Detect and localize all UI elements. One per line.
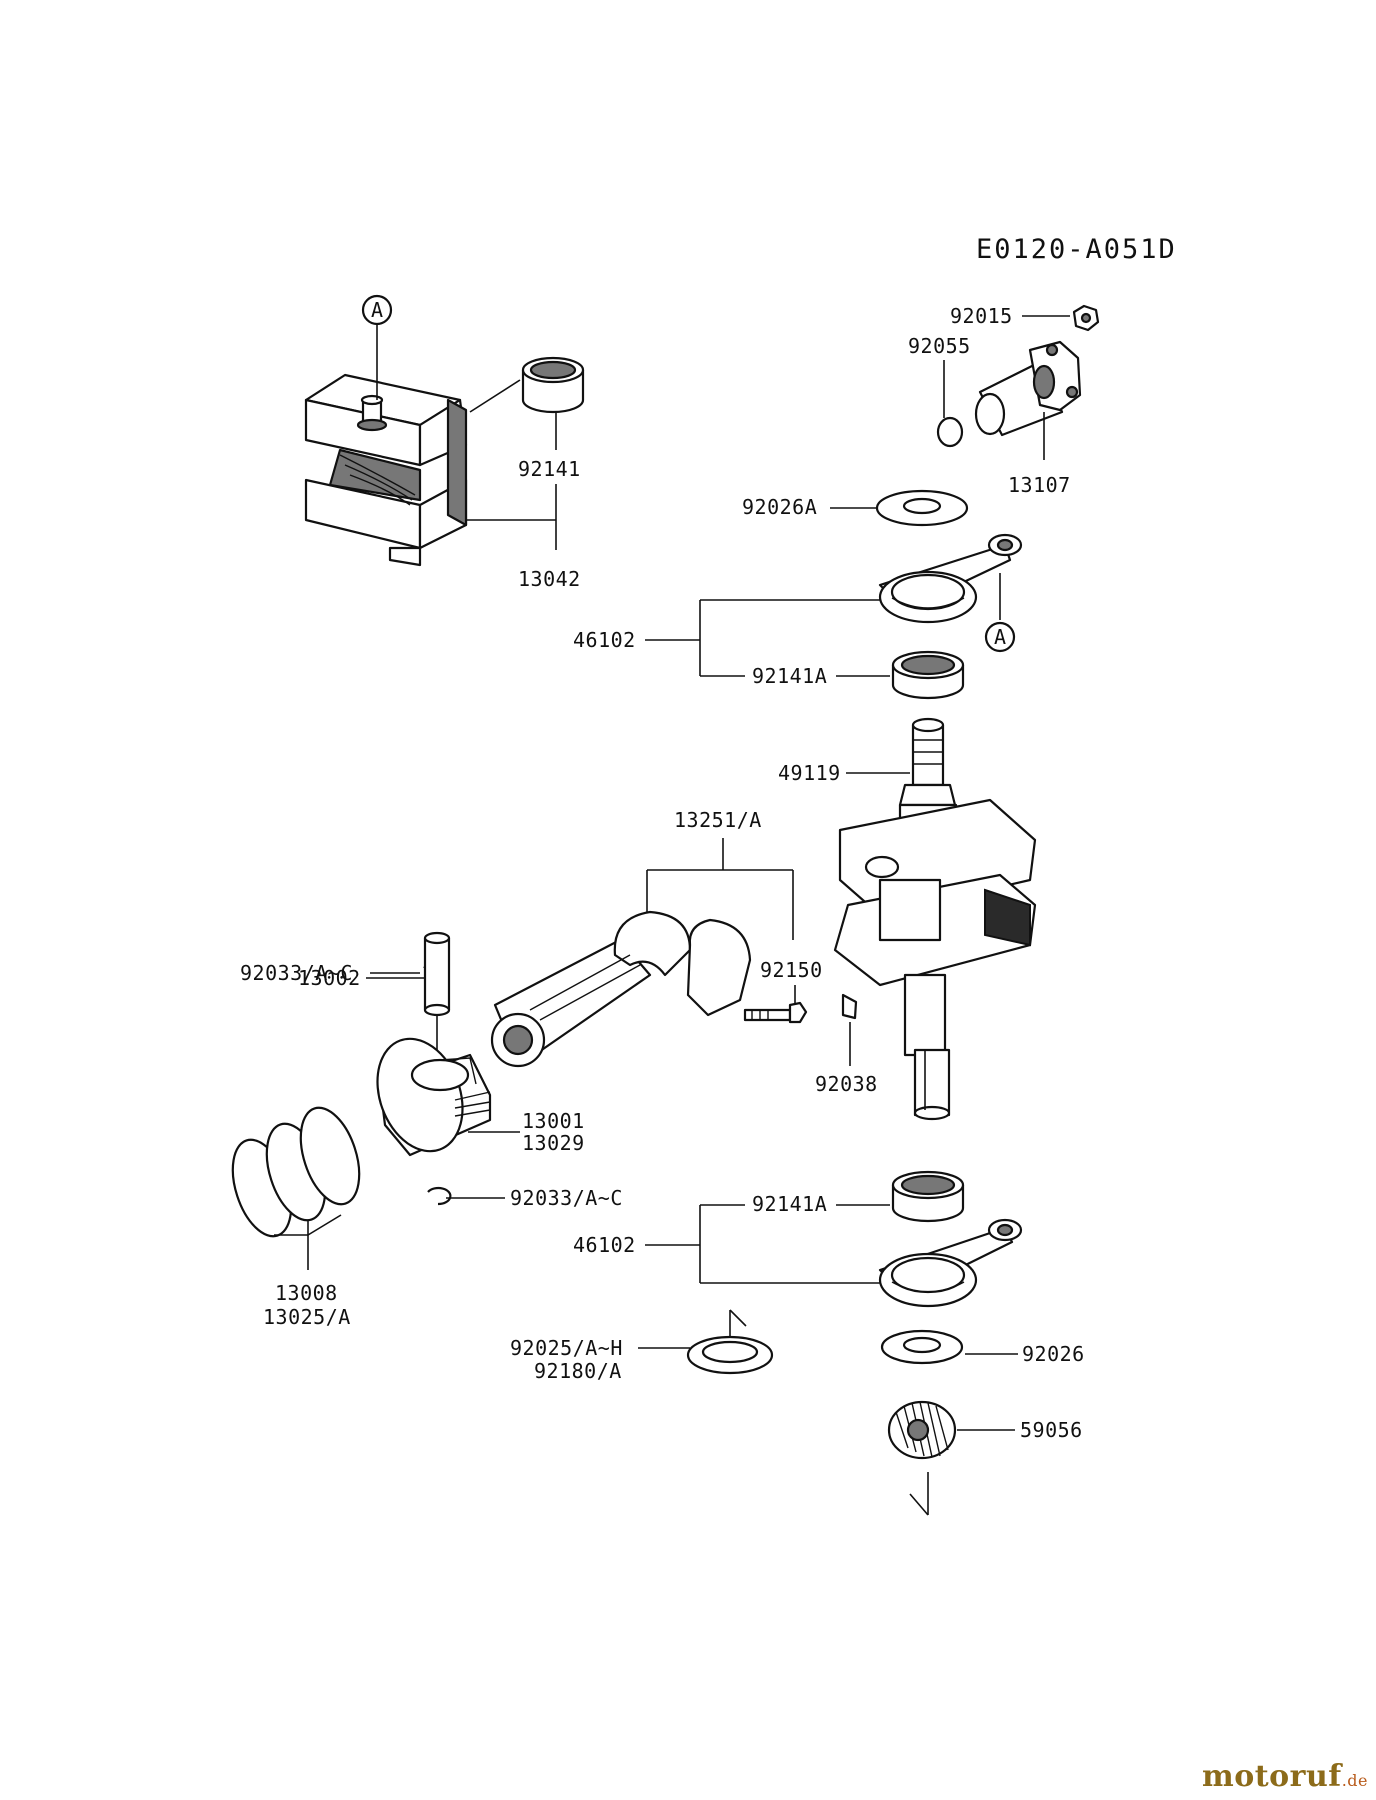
bushing-92141a-top-part xyxy=(891,650,965,700)
piston-13001-part xyxy=(376,1037,492,1157)
o-ring-92055-part xyxy=(936,416,964,448)
bushing-92141-part xyxy=(521,356,585,414)
label-92025: 92025/A~H xyxy=(510,1336,623,1360)
reference-a-right-callout xyxy=(984,621,1016,653)
nut-92015-part xyxy=(1072,304,1100,332)
crankshaft-49119-part xyxy=(833,717,1037,1121)
label-13251A: 13251/A xyxy=(674,808,762,832)
camshaft-block-part xyxy=(304,373,468,567)
label-13042: 13042 xyxy=(518,567,581,591)
label-92141A-bottom: 92141A xyxy=(752,1192,827,1216)
balancer-46102-bottom-part xyxy=(878,1218,1023,1308)
label-92055: 92055 xyxy=(908,334,971,358)
label-92033-bottom: 92033/A~C xyxy=(510,1186,623,1210)
key-92038-part xyxy=(841,993,858,1020)
brand-name: motoruf xyxy=(1202,1759,1342,1794)
governor-shaft-13107-part xyxy=(974,340,1082,437)
label-46102-top: 46102 xyxy=(573,628,636,652)
label-46102-bottom: 46102 xyxy=(573,1233,636,1257)
label-13008: 13008 xyxy=(275,1281,338,1305)
piston-rings-13008-part xyxy=(231,1106,361,1238)
washer-92026-part xyxy=(880,1329,964,1365)
label-13029: 13029 xyxy=(522,1131,585,1155)
reference-a-top-letter: A xyxy=(371,298,384,322)
balancer-46102-top-part xyxy=(878,533,1023,624)
motoruf-watermark: motoruf.de xyxy=(1202,1759,1368,1794)
label-13107: 13107 xyxy=(1008,473,1071,497)
washer-92026a-part xyxy=(875,489,969,527)
label-92150: 92150 xyxy=(760,958,823,982)
label-13002: 13002 xyxy=(298,966,361,990)
label-92141A-top: 92141A xyxy=(752,664,827,688)
piston-pin-13002-part xyxy=(423,931,451,1017)
label-92141: 92141 xyxy=(518,457,581,481)
shim-92025-part xyxy=(686,1335,774,1375)
label-92038: 92038 xyxy=(815,1072,878,1096)
label-92180A: 92180/A xyxy=(534,1359,622,1383)
label-13001: 13001 xyxy=(522,1109,585,1133)
label-92026A: 92026A xyxy=(742,495,817,519)
bushing-92141a-bottom-part xyxy=(891,1170,965,1223)
diagram-code: E0120-A051D xyxy=(976,234,1177,265)
label-92015: 92015 xyxy=(950,304,1013,328)
label-92033-top: 92033/A~C xyxy=(240,961,353,985)
label-59056: 59056 xyxy=(1020,1418,1083,1442)
clip-92033-bottom-part xyxy=(427,1186,452,1206)
label-92026: 92026 xyxy=(1022,1342,1085,1366)
label-49119: 49119 xyxy=(778,761,841,785)
gear-59056-part xyxy=(887,1400,957,1460)
reference-a-right-letter: A xyxy=(994,625,1007,649)
connecting-rod-13251a-part xyxy=(490,910,752,1068)
label-13025A: 13025/A xyxy=(263,1305,351,1329)
brand-tld: .de xyxy=(1341,1771,1368,1790)
bolt-92150-part xyxy=(743,1001,808,1024)
